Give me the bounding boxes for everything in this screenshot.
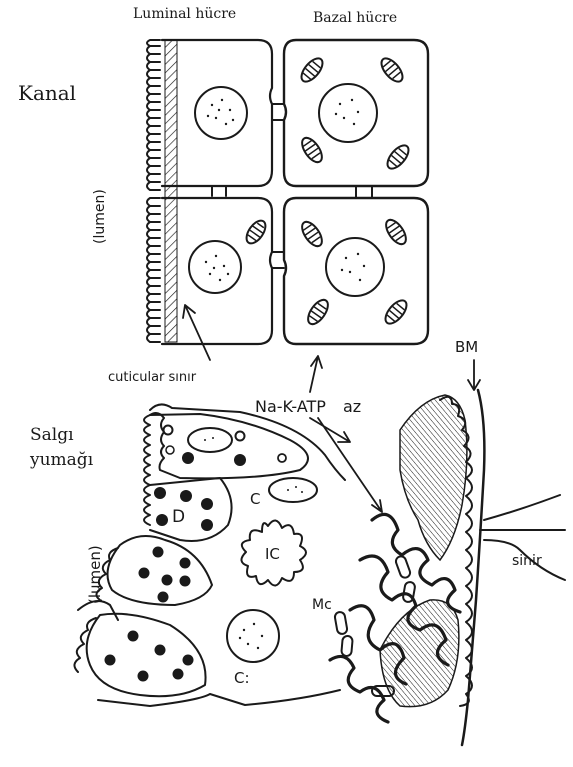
bm-label: BM bbox=[455, 338, 478, 356]
luminal-microvilli bbox=[147, 40, 160, 190]
nucleus-clear-lower bbox=[227, 610, 279, 662]
coil-microvilli bbox=[144, 415, 150, 525]
cuticular-band bbox=[165, 40, 177, 342]
basal-cell-label: Bazal hücre bbox=[313, 10, 397, 26]
duct-section bbox=[147, 40, 428, 392]
basal-cell-upper bbox=[284, 40, 428, 186]
luminal-cell-label: Luminal hücre bbox=[133, 6, 236, 22]
cuticular-border-label: cuticular sınır bbox=[108, 370, 197, 385]
lumen-label-coil: (lumen) bbox=[86, 545, 104, 604]
secretory-coil-label-1: Salgı bbox=[30, 425, 74, 445]
luminal-cell-lower bbox=[162, 198, 272, 344]
cuticular-arrow bbox=[183, 305, 210, 360]
nucleus-basal-upper bbox=[319, 84, 377, 142]
na-k-atp-arrow-apical bbox=[310, 418, 350, 442]
coil-chromatin bbox=[204, 437, 303, 649]
nucleus-dark-cell-top bbox=[188, 428, 232, 452]
cell-bridges bbox=[272, 104, 284, 268]
c-label-upper: C bbox=[250, 490, 260, 508]
secretory-coil-label-2: yumağı bbox=[29, 450, 94, 470]
az-label: az bbox=[343, 397, 361, 416]
na-k-atp-label: Na-K-ATP bbox=[255, 397, 326, 416]
bm-arrow bbox=[468, 360, 480, 390]
basal-gap bbox=[356, 186, 372, 198]
secretory-coil bbox=[74, 360, 565, 745]
canal-label: Kanal bbox=[18, 81, 76, 105]
na-k-atp-arrow-duct bbox=[310, 356, 322, 392]
lumen-label-duct: (lumen) bbox=[92, 189, 108, 244]
luminal-gap bbox=[212, 186, 226, 196]
mitochondria-duct bbox=[243, 55, 413, 328]
nucleus-luminal-upper bbox=[195, 87, 247, 139]
c-label-lower: C: bbox=[234, 669, 250, 687]
luminal-microvilli-lower bbox=[147, 198, 160, 342]
basal-cell-lower bbox=[284, 198, 428, 344]
nucleus-luminal-lower bbox=[189, 241, 241, 293]
nucleus-basal-lower bbox=[326, 238, 384, 296]
mc-label: Mc bbox=[312, 597, 332, 613]
d-label: D bbox=[172, 507, 185, 527]
na-k-atp-arrow-basal bbox=[318, 418, 382, 512]
hatched-basal-lower bbox=[380, 600, 459, 707]
hatched-basal-upper bbox=[400, 395, 467, 560]
nucleus-clear-upper bbox=[269, 478, 317, 502]
ic-label: IC bbox=[265, 545, 280, 563]
nerve-label: sinir bbox=[512, 553, 542, 569]
luminal-cell-upper bbox=[162, 40, 272, 186]
